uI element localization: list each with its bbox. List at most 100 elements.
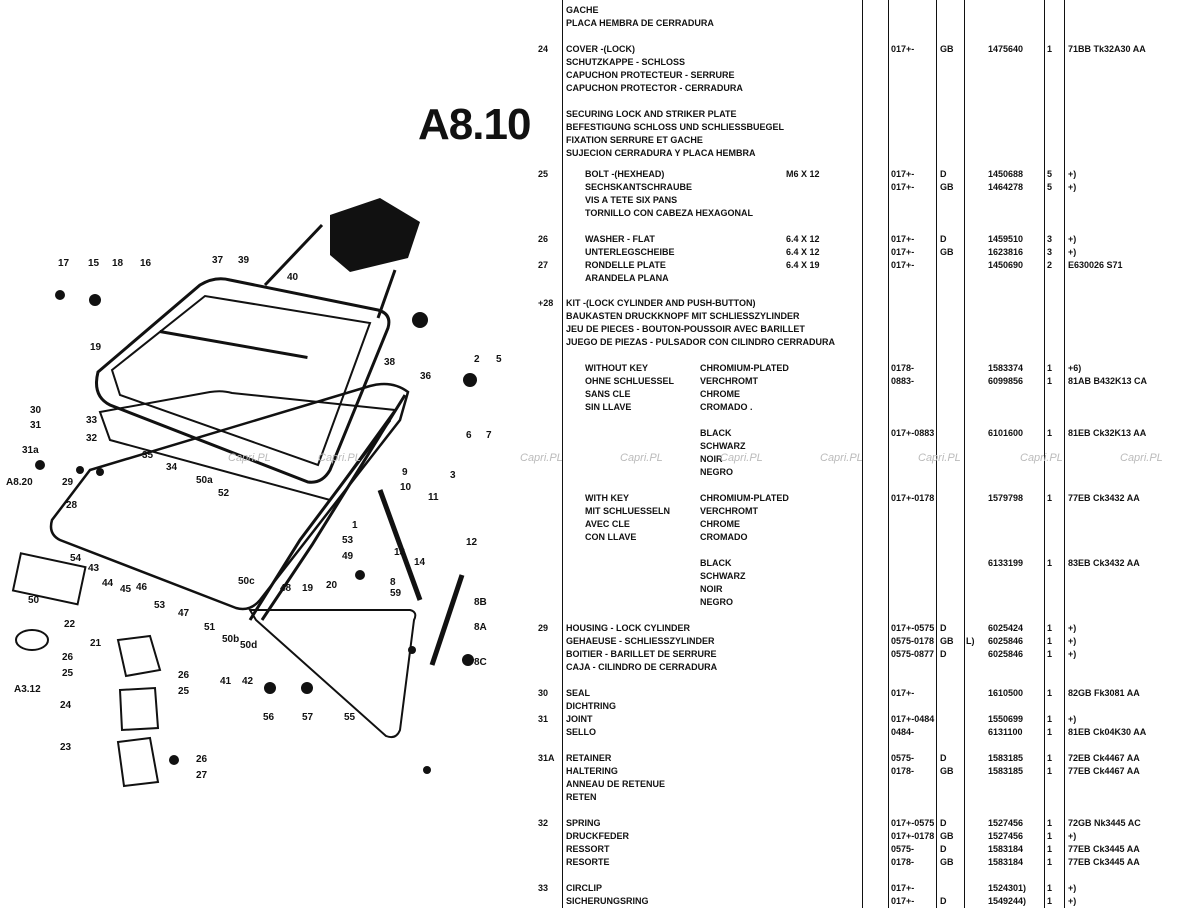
- item-description: COVER -(LOCK): [566, 44, 635, 54]
- callout-label: 42: [242, 676, 254, 687]
- item-ref: 31A: [538, 753, 555, 763]
- column-rule: [1044, 0, 1045, 908]
- callout-label: 35: [142, 450, 154, 461]
- callout-label: 8B: [474, 597, 487, 608]
- item-description: SEAL: [566, 688, 591, 698]
- date-range: 017+-: [891, 688, 915, 698]
- quantity: 1: [1047, 753, 1053, 763]
- part-number: 1464278: [988, 182, 1024, 192]
- small-part: [89, 294, 101, 306]
- quantity: 1: [1047, 688, 1053, 698]
- item-description: SECHSKANTSCHRAUBE: [585, 182, 693, 192]
- callout-label: 15: [88, 258, 100, 269]
- item-description: WASHER - FLAT: [585, 234, 655, 244]
- callout-label: 21: [90, 638, 102, 649]
- small-part: [264, 682, 276, 694]
- part-number: 6025846: [988, 636, 1024, 646]
- market-code: GB: [940, 636, 954, 646]
- engineering-code: 81EB Ck04K30 AA: [1068, 727, 1147, 737]
- engineering-code: 83EB Ck3432 AA: [1068, 558, 1140, 568]
- column-rule: [862, 0, 863, 908]
- striker-cover: [116, 736, 160, 788]
- callout-label: 53: [342, 535, 354, 546]
- item-spec: SCHWARZ: [700, 441, 746, 451]
- callout-label: 37: [212, 255, 224, 266]
- quantity: 1: [1047, 727, 1053, 737]
- small-part: [412, 312, 428, 328]
- date-range: 017+-: [891, 247, 915, 257]
- callout-label: 10: [400, 482, 412, 493]
- callout-label: 50c: [238, 576, 255, 587]
- callout-label: 59: [390, 588, 402, 599]
- item-spec: SCHWARZ: [700, 571, 746, 581]
- quantity: 1: [1047, 363, 1053, 373]
- callout-label: 16: [140, 258, 152, 269]
- item-ref: 33: [538, 883, 549, 893]
- engineering-code: 77EB Ck3445 AA: [1068, 844, 1140, 854]
- quantity: 3: [1047, 247, 1053, 257]
- item-ref: 26: [538, 234, 549, 244]
- engineering-code: +): [1068, 182, 1077, 192]
- market-code: D: [940, 844, 947, 854]
- market-code: D: [940, 753, 947, 763]
- quantity: 5: [1047, 182, 1053, 192]
- item-spec: CHROMIUM-PLATED: [700, 493, 789, 503]
- striker-plate: [118, 686, 160, 732]
- engineering-code: +): [1068, 714, 1077, 724]
- part-number: 6133199: [988, 558, 1024, 568]
- top-hinge-cover: [330, 198, 420, 272]
- small-part: [408, 646, 416, 654]
- callout-label: 53: [154, 600, 166, 611]
- callout-label: 18: [112, 258, 124, 269]
- callout-label: 29: [62, 477, 74, 488]
- item-description: OHNE SCHLUESSEL: [585, 376, 675, 386]
- small-part: [76, 466, 84, 474]
- item-description: CAPUCHON PROTECTOR - CERRADURA: [566, 83, 743, 93]
- market-code: D: [940, 623, 947, 633]
- callout-label: 14: [414, 557, 426, 568]
- item-ref: 31: [538, 714, 549, 724]
- item-spec: VERCHROMT: [700, 506, 758, 516]
- callout-label: 26: [62, 652, 74, 663]
- item-ref: 27: [538, 260, 549, 270]
- callout-label: 22: [64, 619, 76, 630]
- item-spec: VERCHROMT: [700, 376, 758, 386]
- callout-label: 26: [196, 754, 208, 765]
- item-ref: 29: [538, 623, 549, 633]
- callout-label: 57: [302, 712, 314, 723]
- part-number: 6101600: [988, 428, 1024, 438]
- item-description: BOITIER - BARILLET DE SERRURE: [566, 649, 717, 659]
- market-code: D: [940, 234, 947, 244]
- date-range: 017+-: [891, 44, 915, 54]
- quantity: 1: [1047, 766, 1053, 776]
- tailgate-lower-panel: [248, 609, 417, 739]
- item-spec: BLACK: [700, 428, 732, 438]
- part-number: 1583185: [988, 766, 1024, 776]
- hinge-rod-b: [260, 394, 407, 621]
- engineering-code: 72GB Nk3445 AC: [1068, 818, 1141, 828]
- item-ref: +28: [538, 298, 554, 308]
- item-description: RESSORT: [566, 844, 610, 854]
- quantity: 2: [1047, 260, 1053, 270]
- watermark-text: Capri.PL: [228, 452, 271, 464]
- market-code: GB: [940, 831, 954, 841]
- quantity: 5: [1047, 169, 1053, 179]
- market-code: D: [940, 896, 947, 906]
- callout-label: 28: [66, 500, 78, 511]
- callout-label: 45: [120, 584, 132, 595]
- watermark-text: Capri.PL: [620, 452, 663, 464]
- part-number: 6099856: [988, 376, 1024, 386]
- engineering-code: +): [1068, 883, 1077, 893]
- item-description: UNTERLEGSCHEIBE: [585, 247, 675, 257]
- callout-label: 50d: [240, 640, 258, 651]
- part-number: 1610500: [988, 688, 1024, 698]
- engineering-code: +): [1068, 623, 1077, 633]
- item-description: CAJA - CILINDRO DE CERRADURA: [566, 662, 718, 672]
- quantity: 1: [1047, 649, 1053, 659]
- callout-label: 39: [238, 255, 250, 266]
- hatch-window-lines: [159, 330, 308, 360]
- engineering-code: 72EB Ck4467 AA: [1068, 753, 1140, 763]
- callout-label: 23: [60, 742, 72, 753]
- small-part: [96, 468, 104, 476]
